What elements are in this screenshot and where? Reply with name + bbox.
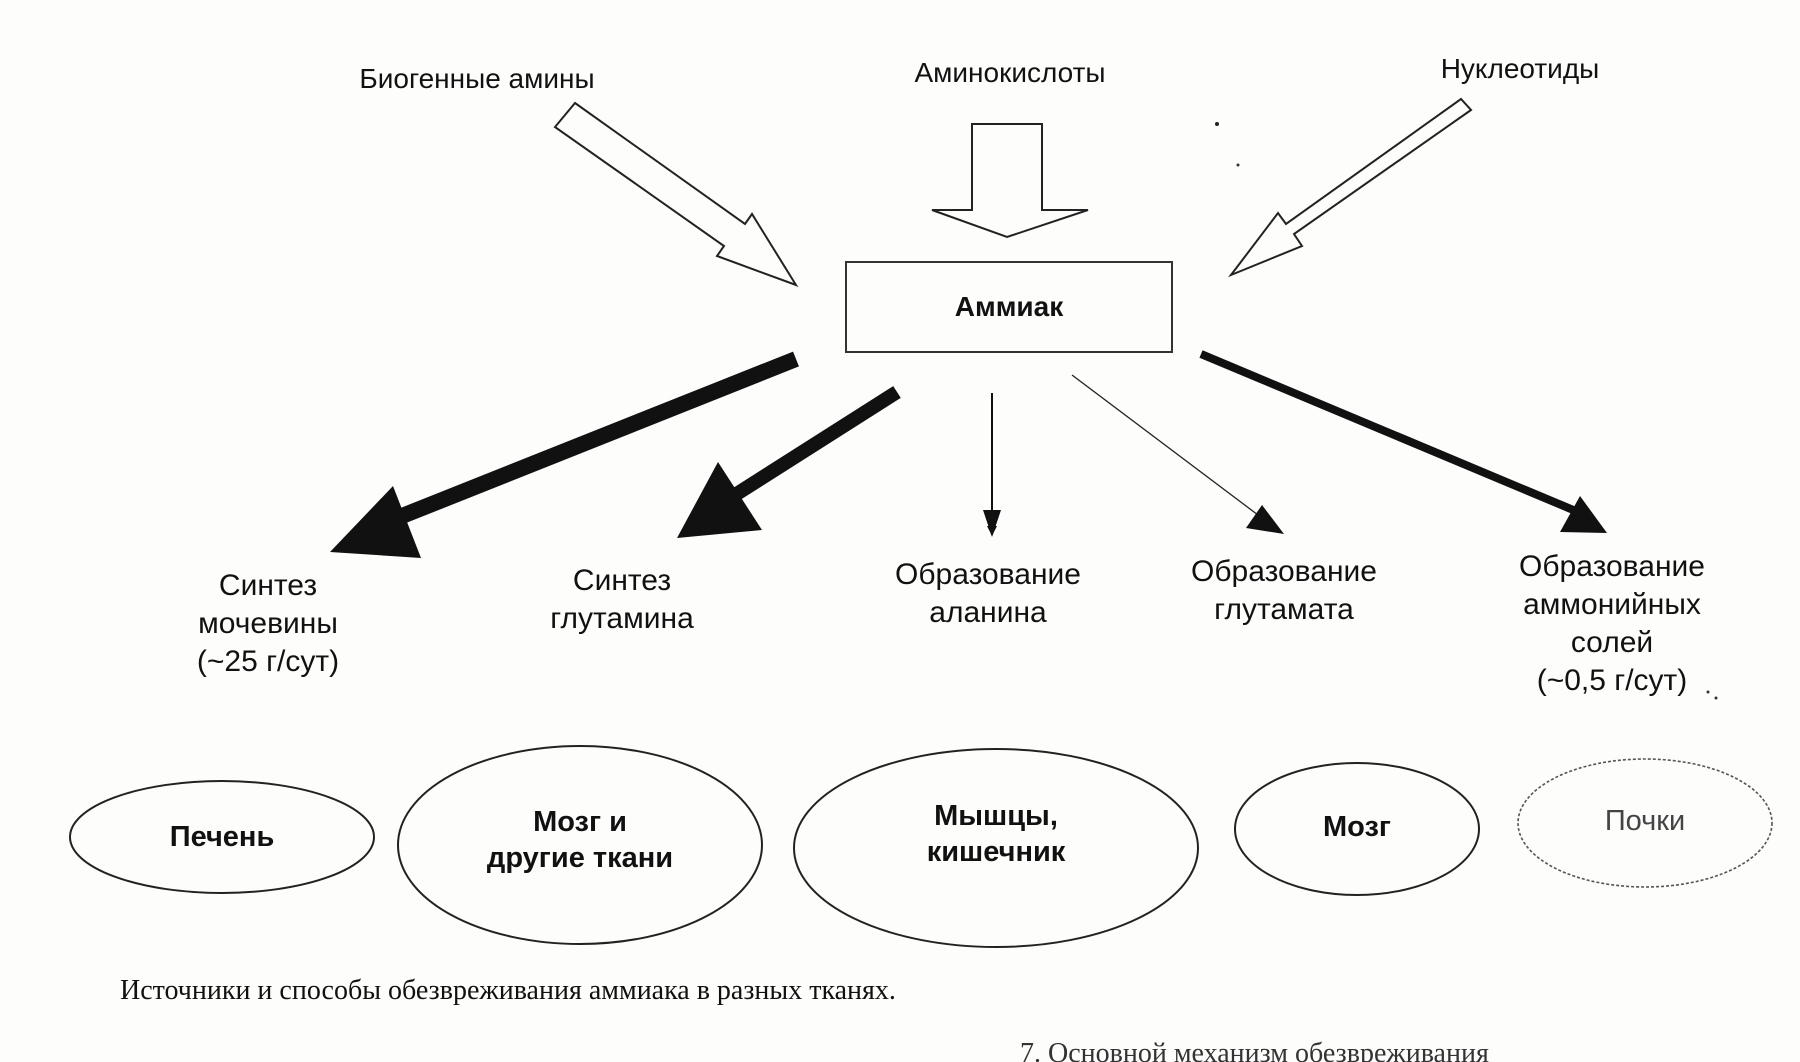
speck: [1236, 163, 1240, 167]
arrow-to-ammonium-shaft: [1199, 350, 1580, 516]
speck: [1215, 122, 1219, 126]
tissue-liver: Печень: [169, 821, 275, 853]
arrow-to-urea-head: [330, 486, 421, 558]
tissue-kidney: Почки: [1604, 805, 1686, 837]
ammonia-box: [845, 261, 1173, 353]
arrow-aminoacids-to-ammonia: [931, 123, 1089, 239]
ellipse-brain-other: [397, 745, 763, 945]
source-amino-acids: Аминокислоты: [914, 57, 1106, 88]
arrow-nucleotides-to-ammonia: [1227, 97, 1473, 278]
arrow-to-glutamate-head: [1246, 505, 1284, 534]
figure-caption: Источники и способы обезвреживания аммиа…: [120, 975, 896, 1006]
footer-text-fragment: 7. Основной механизм обезвреживания: [1020, 1040, 1489, 1062]
arrow-to-glutamate: [1071, 374, 1263, 519]
tissue-muscle-gut: Мышцы,кишечник: [926, 800, 1066, 868]
process-glutamate-formation: Образование глутамата: [1191, 555, 1377, 626]
arrow-to-urea-shaft: [389, 351, 799, 528]
ellipse-kidney: [1517, 758, 1773, 888]
process-alanine-formation: Образование аланина: [895, 558, 1081, 629]
arrow-to-glutamine-head: [677, 462, 762, 538]
speck: [1714, 696, 1718, 700]
arrow-to-glutamine-shaft: [731, 386, 901, 501]
ellipse-muscle-gut: [793, 748, 1199, 948]
arrow-biogenic-to-ammonia: [553, 101, 799, 287]
arrow-to-ammonium-head: [1560, 496, 1607, 533]
ammonia-label: Аммиак: [954, 291, 1064, 322]
tissue-brain: Мозг: [1323, 811, 1391, 843]
process-urea-synthesis: Синтез мочевины (~25 г/сут): [196, 569, 340, 678]
source-nucleotides: Нуклеотиды: [1440, 53, 1600, 84]
process-ammonium-salts: Образование аммонийных солей (~0,5 г/сут…: [1519, 550, 1705, 697]
process-glutamine-synthesis: Синтез глутамина: [550, 564, 694, 635]
ellipse-brain: [1234, 762, 1480, 896]
arrow-to-alanine-head: [983, 510, 1001, 537]
ellipse-liver: [69, 780, 375, 894]
source-biogenic-amines: Биогенные амины: [359, 63, 595, 94]
speck: [1706, 690, 1710, 694]
